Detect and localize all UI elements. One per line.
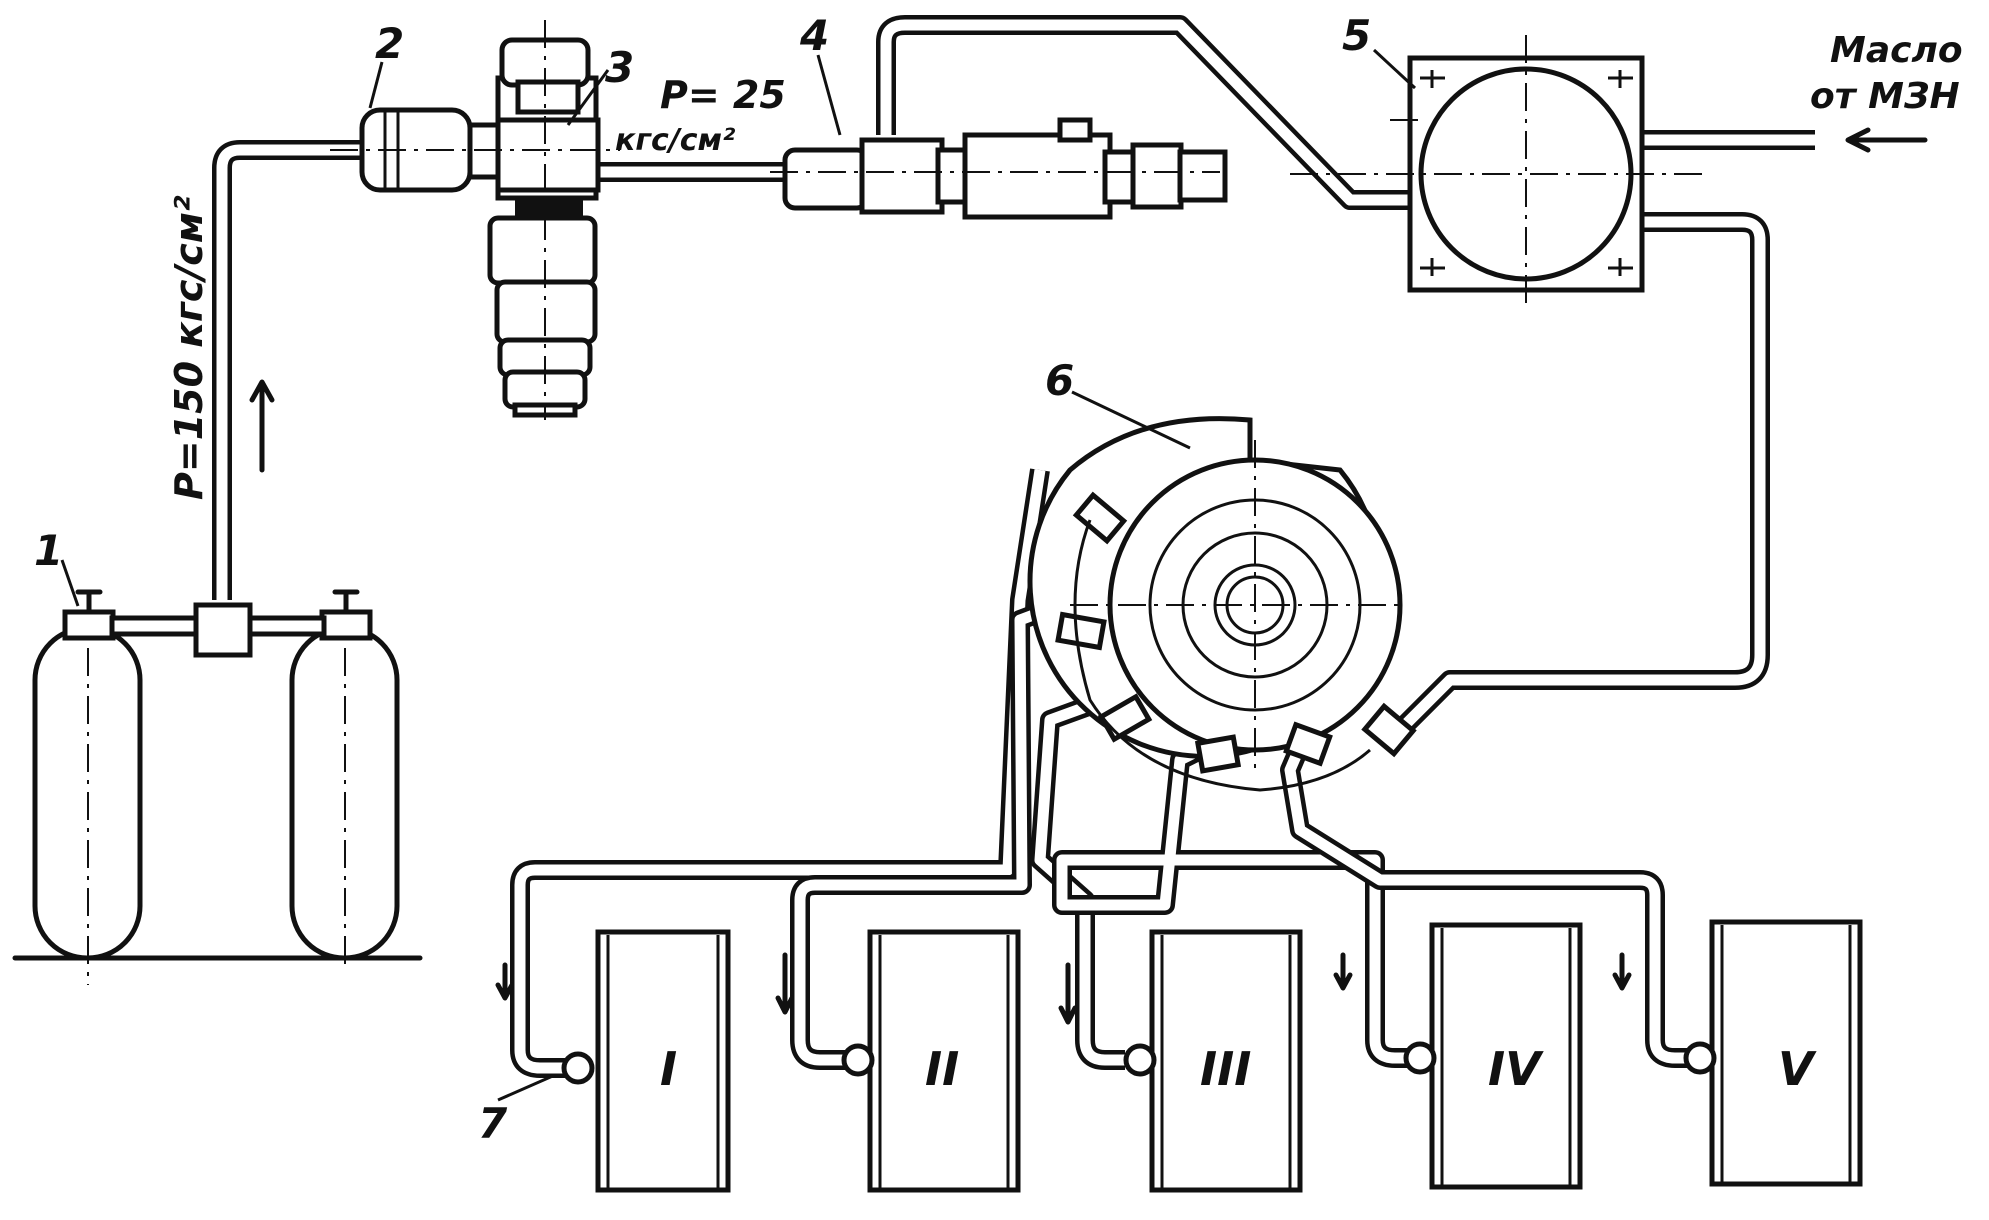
- flow-arrow-V-icon: [1612, 952, 1632, 991]
- manifold-tee: [193, 602, 253, 658]
- oil-label-line2: от МЗН: [1810, 76, 1960, 117]
- flow-arrow-II-icon: [775, 952, 795, 1015]
- label-7: 7: [478, 1099, 508, 1148]
- distributor-4: [770, 117, 1228, 220]
- flow-arrows: [249, 127, 1928, 1025]
- engine-cylinder-III: [1123, 929, 1303, 1193]
- label-6: 6: [1045, 356, 1074, 405]
- cylinder-label-V: V: [1778, 1042, 1817, 1096]
- flow-arrow-I-icon: [495, 962, 515, 1001]
- oil-label-line1: Масло: [1830, 30, 1963, 71]
- label-4: 4: [799, 11, 829, 60]
- cylinder-label-III: III: [1200, 1042, 1251, 1096]
- pipe-high-pressure: [212, 140, 360, 600]
- outlet-fitting-1: [1072, 491, 1128, 545]
- valve-and-reducer: [330, 20, 620, 420]
- flow-arrow-oil-icon: [1845, 127, 1928, 153]
- pipe-to-distributor-6: [1387, 212, 1770, 743]
- engine-cylinder-I: [561, 929, 731, 1193]
- flow-arrow-up-icon: [249, 379, 275, 473]
- distributor-4-cylinder: [962, 132, 1113, 220]
- outlet-fitting-5: [1283, 721, 1333, 767]
- inlet-fitting: [1361, 702, 1417, 758]
- outlet-fitting-2: [1055, 611, 1107, 651]
- label-2: 2: [375, 19, 404, 68]
- engine-cylinder-V: [1683, 919, 1863, 1187]
- engine-cylinder-II: [841, 929, 1021, 1193]
- pressure-high-label: P=150 кгс/см²: [167, 195, 211, 500]
- valve-handle-right-icon: [332, 589, 360, 615]
- outlet-fitting-4: [1194, 734, 1242, 774]
- flow-arrow-III-icon: [1058, 962, 1078, 1025]
- cylinder-label-I: I: [660, 1042, 677, 1096]
- unit-5: [1290, 35, 1705, 305]
- label-1: 1: [34, 526, 63, 575]
- rotary-distributor-6: [1027, 416, 1417, 792]
- pressure-low-value: P= 25: [660, 73, 786, 117]
- gas-cylinders: [12, 589, 423, 985]
- cylinder-label-II: II: [925, 1042, 959, 1096]
- valve-handle-left-icon: [75, 589, 103, 615]
- cylinder-label-IV: IV: [1488, 1042, 1544, 1096]
- engine-cylinders: [561, 919, 1863, 1193]
- flow-arrow-IV-icon: [1333, 952, 1353, 991]
- leader-lines: [60, 48, 1417, 1102]
- pressure-low-unit: кгс/см²: [615, 123, 735, 158]
- label-3: 3: [605, 43, 634, 92]
- pipe-network: [212, 15, 1815, 1078]
- label-5: 5: [1342, 11, 1371, 60]
- engine-cylinder-IV: [1403, 922, 1583, 1190]
